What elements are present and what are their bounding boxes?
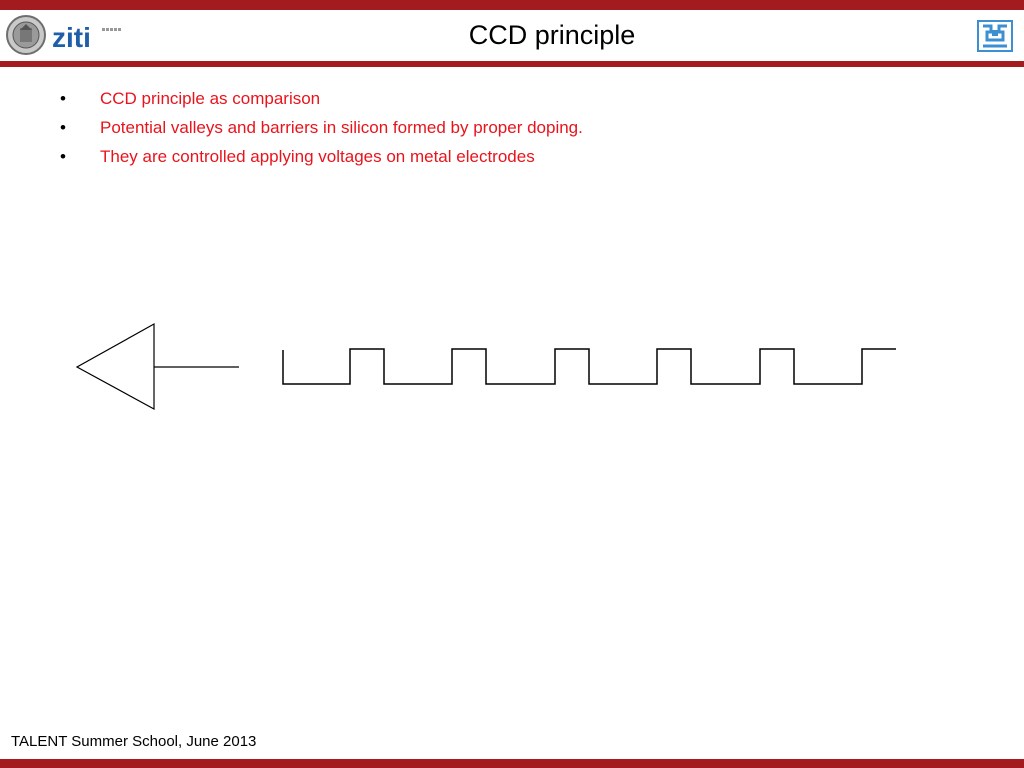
institute-emblem-icon: [977, 20, 1013, 52]
university-seal-icon: ziti: [6, 15, 121, 55]
ziti-logo: ziti: [6, 14, 126, 56]
ccd-potential-diagram: [75, 322, 896, 411]
bullet-text: They are controlled applying voltages on…: [100, 147, 535, 166]
bottom-accent-bar: [0, 759, 1024, 768]
left-arrow-head: [75, 322, 155, 411]
bullet-item: • They are controlled applying voltages …: [60, 142, 583, 171]
footer-text: TALENT Summer School, June 2013: [11, 733, 257, 750]
bullet-item: • CCD principle as comparison: [60, 84, 583, 113]
potential-well-waveform: [282, 348, 896, 385]
header-divider: [0, 61, 1024, 67]
ziti-wordmark: ziti: [52, 22, 91, 53]
bullet-symbol: •: [60, 118, 66, 137]
bullet-item: • Potential valleys and barriers in sili…: [60, 113, 583, 142]
bullet-symbol: •: [60, 89, 66, 108]
bullet-symbol: •: [60, 147, 66, 166]
top-accent-bar: [0, 0, 1024, 10]
bullet-text: CCD principle as comparison: [100, 89, 321, 108]
bullet-list: • CCD principle as comparison • Potentia…: [60, 84, 583, 171]
bullet-text: Potential valleys and barriers in silico…: [100, 118, 583, 137]
slide-title: CCD principle: [468, 20, 636, 50]
